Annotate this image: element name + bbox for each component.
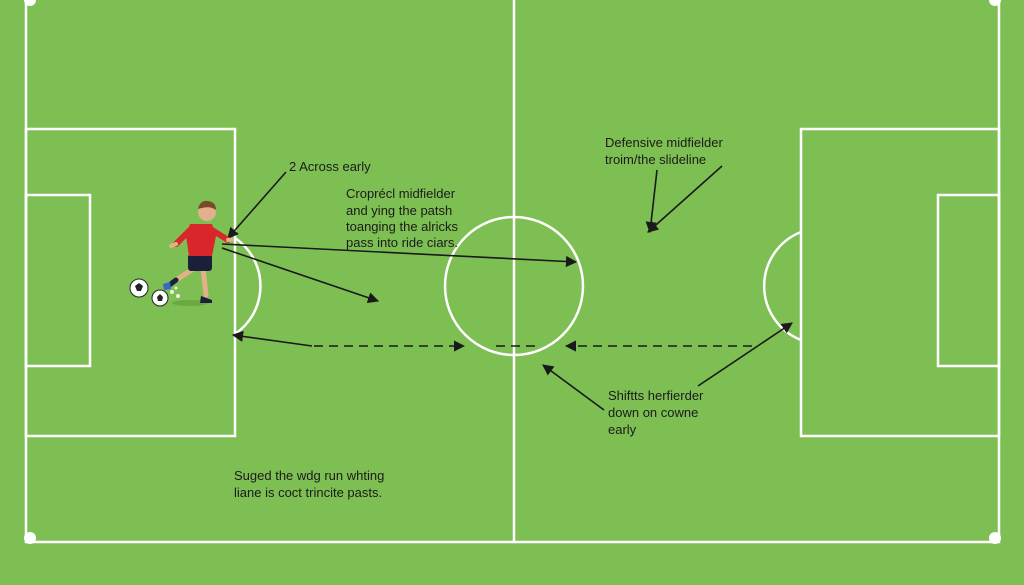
label-left-mid-4: pass into ride ciars.: [346, 235, 458, 250]
label-bottom-1: Suged the wdg run whting: [234, 468, 384, 483]
label-left-mid-3: toanging the alricks: [346, 219, 459, 234]
left-penalty-arc: [234, 236, 262, 336]
arrow-across-early: [227, 171, 287, 239]
ball-motion-marks: [170, 286, 180, 298]
arrow-diagonal-run: [221, 247, 380, 304]
label-shifts-2: down on cowne: [608, 405, 698, 420]
label-left-mid-1: Croprécl midfielder: [346, 186, 456, 201]
left-goal-area: [24, 193, 92, 368]
corner-arcs: [24, 0, 1001, 544]
label-def-mid-1: Defensive midfielder: [605, 135, 723, 150]
right-goal-area: [936, 193, 1001, 368]
arrow-shift-up: [542, 364, 605, 411]
label-bottom-2: liane is coct trincite pasts.: [234, 485, 382, 500]
label-across-early: 2 Across early: [289, 159, 371, 174]
arrow-long-pass: [221, 243, 578, 268]
annotations: 2 Across early Croprécl midfielder and y…: [234, 135, 723, 500]
football-2: [151, 289, 169, 307]
label-shifts-3: early: [608, 422, 637, 437]
arrow-def-mid-diag: [647, 165, 723, 233]
player-figure: [163, 200, 234, 306]
label-left-mid-2: and ying the patsh: [346, 203, 452, 218]
arrow-shift-right: [697, 322, 793, 387]
football-1: [129, 278, 149, 298]
movement-arrows: [221, 165, 793, 411]
label-shifts-1: Shiftts herfierder: [608, 388, 704, 403]
arrow-left-return: [231, 330, 313, 347]
center-circle: [443, 215, 585, 357]
label-def-mid-2: troim/the slideline: [605, 152, 706, 167]
